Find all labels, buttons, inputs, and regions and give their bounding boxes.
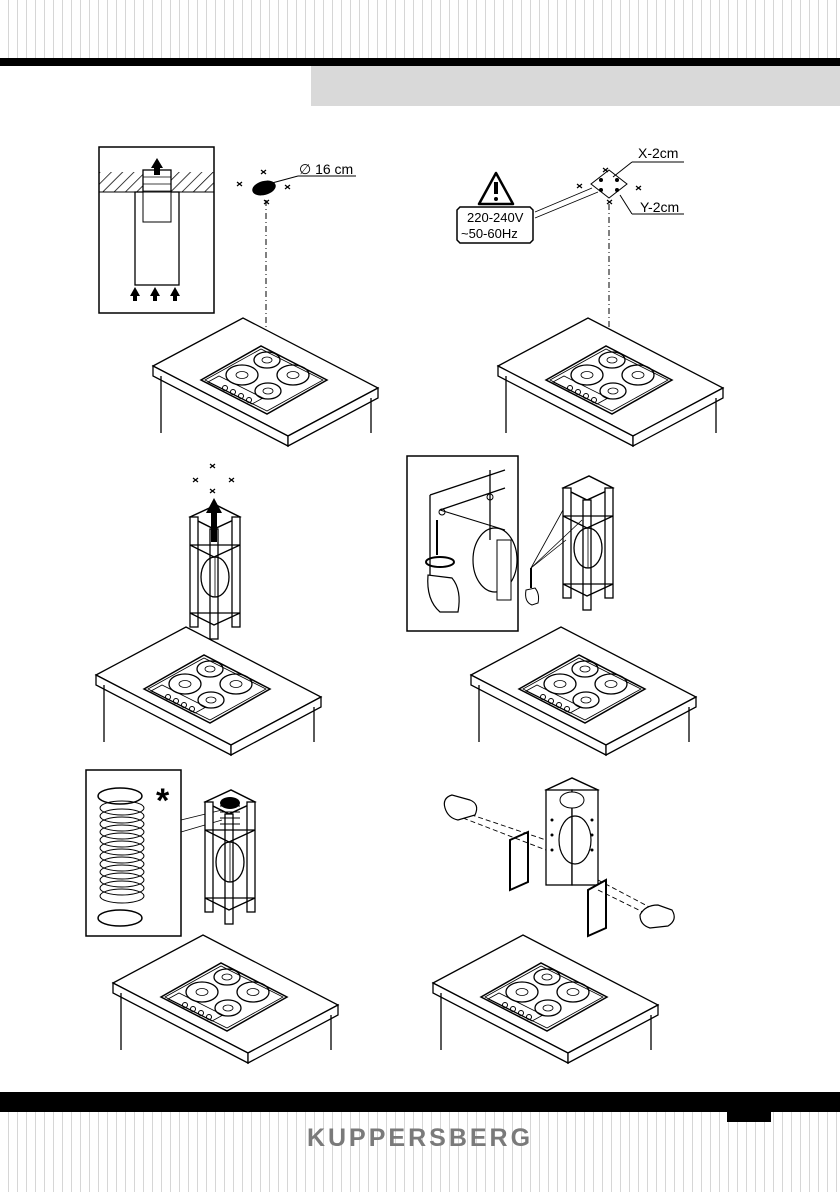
step1-diameter-label: ∅ 16 cm xyxy=(299,161,353,177)
step4-counter-cooktop xyxy=(471,627,696,755)
step5-optional-marker: * xyxy=(156,782,170,820)
step6-counter-cooktop xyxy=(433,935,658,1063)
warning-triangle-icon xyxy=(479,173,513,204)
page-number-tab xyxy=(727,1112,771,1122)
step4-hood-frame xyxy=(563,476,613,610)
step6-hood-body xyxy=(546,778,598,885)
step3-counter-cooktop xyxy=(96,627,321,755)
step5-counter-cooktop xyxy=(113,935,338,1063)
bottom-bar xyxy=(0,1092,840,1112)
step2-x-offset-label: X-2cm xyxy=(638,145,678,161)
step1-ceiling-inset xyxy=(99,147,214,313)
step5-hood-frame xyxy=(205,790,255,924)
step5-flexible-duct-inset xyxy=(86,770,222,936)
step2-voltage-label: 220-240V xyxy=(467,210,524,225)
brand-logo-text: KUPPERSBERG xyxy=(0,1124,840,1153)
step4-screwdriver xyxy=(526,510,582,605)
step3-ceiling-marks xyxy=(193,464,234,493)
step4-screw-inset xyxy=(407,456,518,631)
step1-counter-cooktop xyxy=(153,318,378,446)
step2-y-offset-label: Y-2cm xyxy=(640,199,679,215)
step2-counter-cooktop xyxy=(498,318,723,446)
step2-frequency-label: ~50-60Hz xyxy=(461,226,518,241)
